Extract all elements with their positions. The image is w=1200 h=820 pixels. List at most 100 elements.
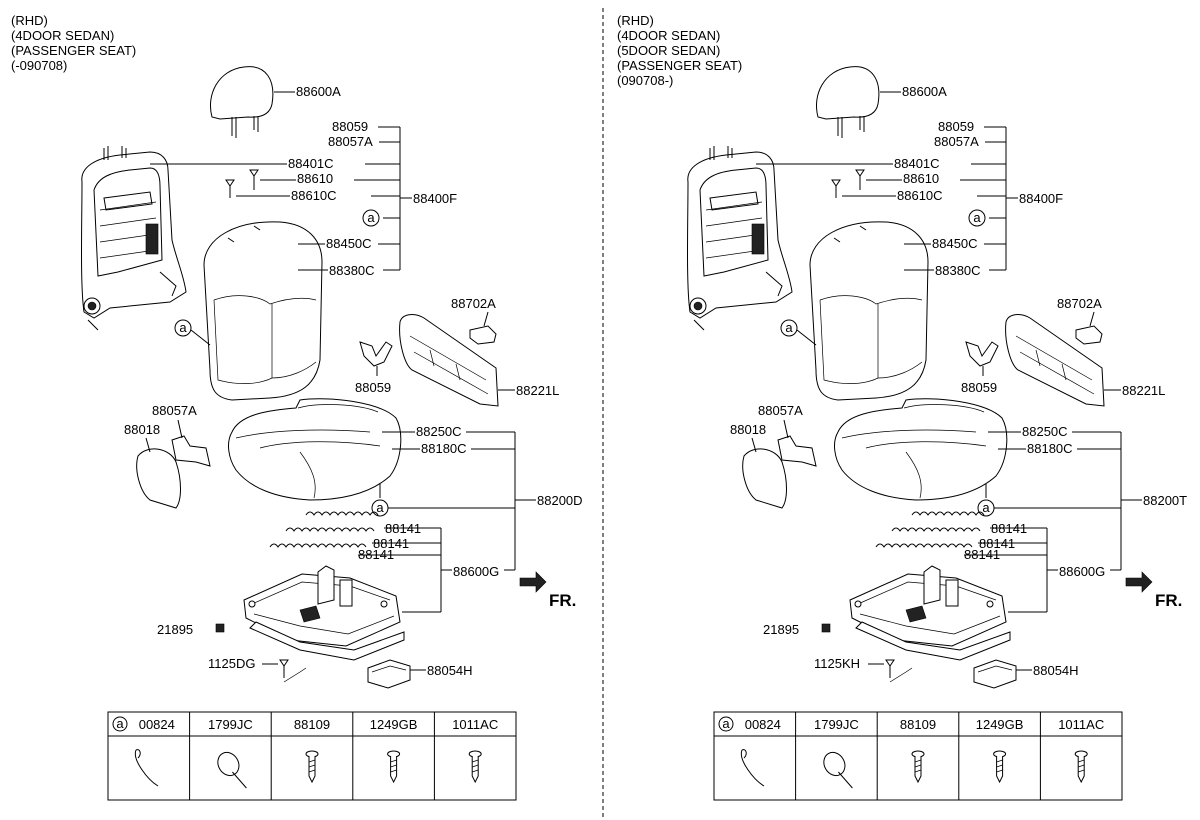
headrest-part xyxy=(210,66,274,138)
table-header-cell: 88109 xyxy=(900,717,936,732)
part-label-88059: 88059 xyxy=(961,380,997,395)
header-line: (RHD) xyxy=(11,13,48,28)
track-brackets xyxy=(923,565,959,607)
pin-part xyxy=(225,179,235,198)
callout-letter: a xyxy=(116,716,124,731)
leader-line xyxy=(1089,311,1095,327)
spring-wire xyxy=(891,527,981,532)
side-cover-88018-part xyxy=(136,448,181,509)
side-shield-ribs xyxy=(1015,335,1095,395)
panel-left: (RHD)(4DOOR SEDAN)(PASSENGER SEAT)(-0907… xyxy=(11,13,583,801)
spring-wire xyxy=(285,527,375,532)
seat-cushion-outline xyxy=(834,398,1008,501)
part-label-21895: 21895 xyxy=(763,622,799,637)
screw-icon xyxy=(387,750,401,784)
part-label-88200: 88200T xyxy=(1143,493,1187,508)
callout-letter: a xyxy=(722,716,730,731)
hog-ring-clip-icon xyxy=(134,749,159,787)
part-label-88057a: 88057A xyxy=(328,134,373,149)
leader-line xyxy=(190,329,211,346)
frame-bracket xyxy=(103,191,153,211)
cushion-back-seams xyxy=(213,295,317,384)
seat-cushion-seams xyxy=(841,429,987,499)
leader-line xyxy=(483,311,489,327)
side-shield-ribs xyxy=(409,335,489,395)
front-label: FR. xyxy=(549,591,576,610)
seat-cushion-outline xyxy=(228,398,402,501)
table-header-cell: 1011AC xyxy=(452,717,498,732)
frame-bracket xyxy=(709,191,759,211)
cushion-back-tabs xyxy=(833,225,867,243)
part-label-88180c: 88180C xyxy=(421,441,467,456)
table-border xyxy=(713,711,1123,801)
track-brackets xyxy=(317,565,353,607)
part-label-88610: 88610 xyxy=(903,171,939,186)
track-bolt xyxy=(248,600,256,608)
part-label-88057a: 88057A xyxy=(934,134,979,149)
table-header-cell: 1249GB xyxy=(976,717,1024,732)
part-label-88059: 88059 xyxy=(355,380,391,395)
callout-circle xyxy=(968,209,986,227)
part-label-88018: 88018 xyxy=(124,422,160,437)
cable-tie-tail xyxy=(838,771,853,789)
part-label-88401c: 88401C xyxy=(288,156,334,171)
cushion-back-tabs xyxy=(227,225,261,243)
header-line: (PASSENGER SEAT) xyxy=(11,43,136,58)
part-label-88401c: 88401C xyxy=(894,156,940,171)
part-label-88057a: 88057A xyxy=(152,403,197,418)
seatback-cushion-part xyxy=(203,221,323,401)
screw-thread xyxy=(1078,759,1085,773)
pin-part xyxy=(855,169,865,190)
table-header-cell: 00824 xyxy=(139,717,175,732)
pin-part xyxy=(249,169,259,190)
frame-outline xyxy=(81,151,187,319)
part-label-88400f: 88400F xyxy=(413,191,457,206)
side-shield-part xyxy=(1005,314,1105,407)
screw-thread xyxy=(472,759,479,773)
part-label-88054h: 88054H xyxy=(427,663,473,678)
bolt-leader xyxy=(889,667,913,683)
header-line: (090708-) xyxy=(617,73,673,88)
part-label-bolt: 1125KH xyxy=(814,656,860,671)
hog-ring-clip-icon xyxy=(740,749,765,787)
table-header-cell: 1249GB xyxy=(370,717,418,732)
callout-circle xyxy=(780,319,798,337)
nut-21895-part xyxy=(821,623,831,633)
side-shield-outline xyxy=(399,314,499,407)
cable-tie-icon xyxy=(217,751,240,777)
bolt-leader xyxy=(283,667,307,683)
part-label-88600a: 88600A xyxy=(296,84,341,99)
frame-straps xyxy=(99,201,157,259)
frame-hinge xyxy=(693,271,783,331)
callout-circle xyxy=(718,716,734,732)
seat-cushion-bolster xyxy=(297,404,379,413)
part-label-88180c: 88180C xyxy=(1027,441,1073,456)
seat-cushion-bolster xyxy=(903,404,985,413)
header-line: (RHD) xyxy=(617,13,654,28)
part-label-88059: 88059 xyxy=(938,119,974,134)
seat-cushion-part xyxy=(834,398,1008,501)
lumbar-motor xyxy=(751,223,765,255)
part-label-88221l: 88221L xyxy=(1122,383,1165,398)
part-label-88610c: 88610C xyxy=(897,188,943,203)
spring-wires-part xyxy=(269,511,379,548)
headrest-outline xyxy=(816,66,880,120)
clip-88702a-part xyxy=(469,325,497,345)
callout-letter: a xyxy=(376,500,384,515)
bolt-part xyxy=(885,659,895,678)
header-line: (PASSENGER SEAT) xyxy=(617,58,742,73)
cable-tie-tail xyxy=(232,771,247,789)
screw-shank xyxy=(1077,756,1085,784)
screw-icon xyxy=(1074,750,1088,784)
part-label-bolt: 1125DG xyxy=(208,656,255,671)
part-label-88400f: 88400F xyxy=(1019,191,1063,206)
screw-thread xyxy=(914,759,922,773)
module-88054h-detail xyxy=(371,665,407,673)
screw-thread xyxy=(308,759,316,773)
part-label-88600g: 88600G xyxy=(1059,564,1105,579)
part-label-88018: 88018 xyxy=(730,422,766,437)
headrest-stays xyxy=(837,116,865,138)
